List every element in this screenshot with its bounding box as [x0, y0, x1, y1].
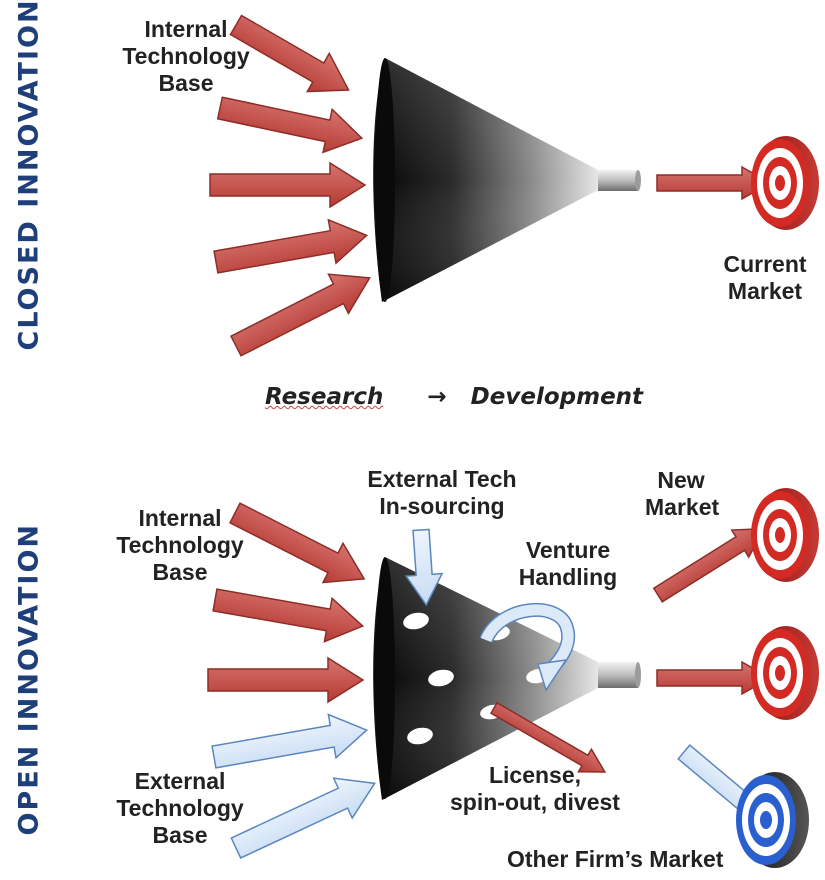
research-development-flow: Research → Development	[265, 384, 643, 410]
open-funnel	[373, 557, 641, 800]
open-ext-arrow-2	[230, 777, 376, 859]
external-insourcing-label: External Tech In-sourcing	[367, 466, 517, 519]
venture-handling-label: Venture Handling	[518, 537, 618, 590]
open-external-arrows	[211, 713, 376, 859]
venture-handling-arrow	[479, 602, 576, 692]
open-internal-arrows	[207, 502, 366, 704]
development-label: Development	[470, 384, 644, 410]
closed-innovation-side-label: CLOSED INNOVATION	[13, 0, 45, 351]
open-current-market-target	[751, 626, 819, 720]
open-ext-arrow-1	[211, 713, 369, 769]
other-firm-market-target	[736, 772, 809, 868]
other-firm-market-label: Other Firm’s Market	[507, 846, 724, 872]
open-arrow-3	[207, 656, 365, 704]
closed-arrow-2	[216, 96, 364, 154]
open-innovation-side-label: OPEN INNOVATION	[13, 522, 45, 836]
open-arrow-1	[228, 502, 366, 584]
open-internal-base-label: Internal Technology Base	[116, 505, 244, 585]
current-market-label: Current Market	[723, 251, 807, 304]
closed-funnel-spout	[598, 170, 638, 191]
license-arrow	[489, 701, 607, 773]
open-output-arrows	[652, 527, 772, 696]
closed-arrow-5	[229, 273, 371, 357]
closed-arrow-1	[229, 14, 350, 93]
closed-internal-base-label: Internal Technology Base	[122, 16, 250, 96]
current-market-target	[751, 136, 819, 230]
closed-arrow-4	[213, 218, 369, 274]
new-market-label: New Market	[645, 467, 720, 520]
license-spinout-label: License, spin-out, divest	[450, 762, 620, 815]
insourcing-arrow	[404, 528, 444, 607]
external-technology-base-label: External Technology Base	[116, 768, 244, 848]
open-funnel-spout	[598, 662, 638, 688]
open-arrow-2	[212, 588, 365, 643]
closed-arrow-3	[209, 161, 367, 209]
closed-input-arrows	[209, 14, 371, 357]
closed-funnel	[373, 58, 641, 302]
research-label: Research	[265, 384, 384, 410]
flow-arrow-glyph: →	[427, 384, 447, 410]
new-market-target	[751, 488, 819, 582]
